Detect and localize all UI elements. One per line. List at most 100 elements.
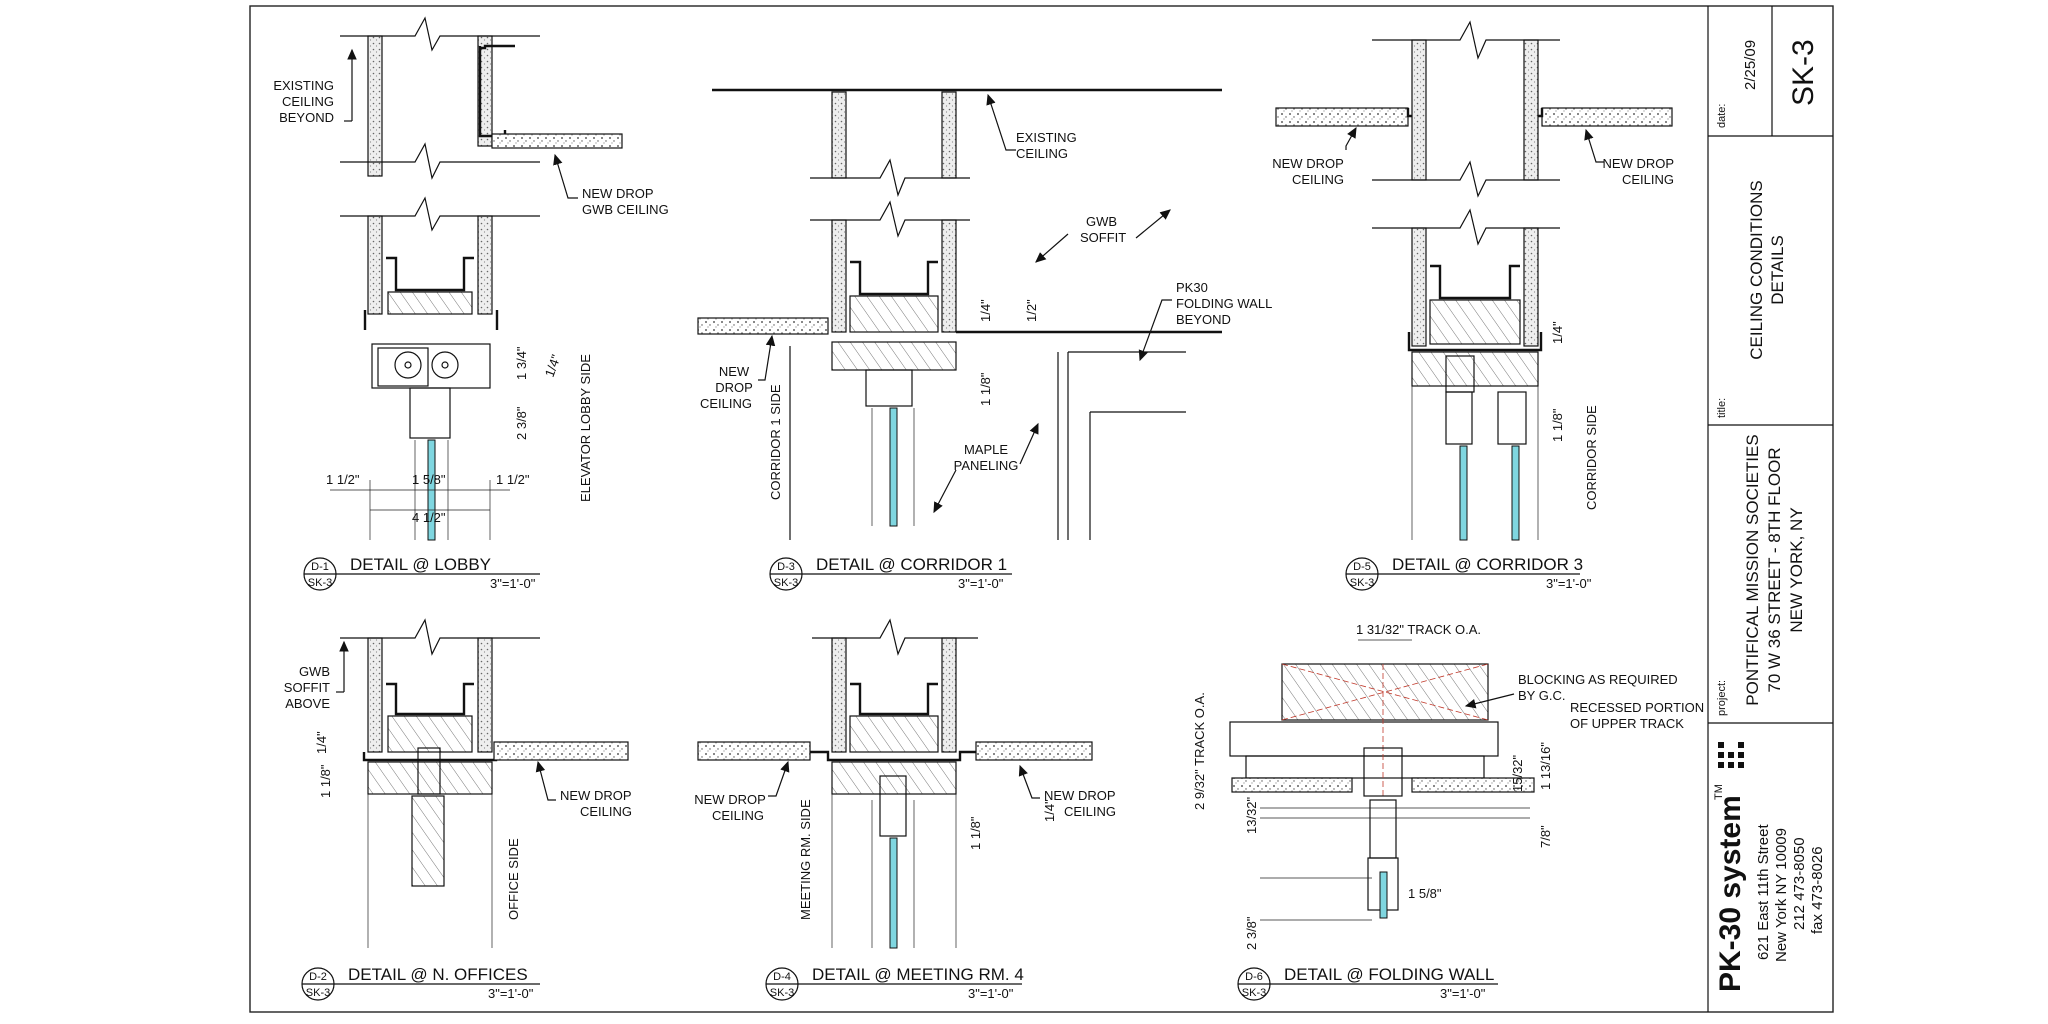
detail-d3-corridor-1: EXISTING CEILING GWB SOFFIT PK30 FOLDING… <box>697 88 1272 540</box>
detail-tag-sheet: SK-3 <box>770 987 794 999</box>
note-d5-new-drop-l-1: NEW DROP <box>1272 156 1344 171</box>
detail-tag-id: D-1 <box>311 561 329 573</box>
dim-d1-c: 2 3/8" <box>514 406 529 440</box>
detail-d5-corridor-3: NEW DROP CEILING NEW DROP CEILING CORRID… <box>1272 20 1675 541</box>
note-d4-new-drop-r-2: CEILING <box>1064 804 1116 819</box>
company-name: PK-30 system <box>1714 795 1747 992</box>
title-label: title: <box>1716 398 1728 418</box>
dim-d1-f: 1 1/2" <box>496 472 530 487</box>
sheet-title-line-2: DETAILS <box>1768 235 1787 305</box>
detail-tag-d3: D-3 SK-3 DETAIL @ CORRIDOR 1 3"=1'-0" <box>769 555 1012 591</box>
note-d1-new-drop-2: GWB CEILING <box>582 202 669 217</box>
note-d3-new-drop-2: DROP <box>715 380 753 395</box>
dim-d1-a: 1 3/4" <box>514 346 529 380</box>
dim-d5-a: 1/4" <box>1550 321 1565 344</box>
dim-d1-e: 1 5/8" <box>412 472 446 487</box>
sheet-title-line-1: CEILING CONDITIONS <box>1747 180 1766 359</box>
note-d2-gwb-3: ABOVE <box>285 696 330 711</box>
note-d6-blocking-2: BY G.C. <box>1518 688 1565 703</box>
dim-d6-b: 1 13/16" <box>1538 742 1553 790</box>
detail-title: DETAIL @ LOBBY <box>350 555 491 574</box>
note-d1-elevator: ELEVATOR LOBBY SIDE <box>578 354 593 502</box>
note-d2-new-drop-1: NEW DROP <box>560 788 632 803</box>
address-line-2: New York NY 10009 <box>1773 828 1790 962</box>
note-d4-new-drop-r-1: NEW DROP <box>1044 788 1116 803</box>
detail-title: DETAIL @ FOLDING WALL <box>1284 965 1494 984</box>
detail-tag-sheet: SK-3 <box>774 577 798 589</box>
note-d6-recessed-2: OF UPPER TRACK <box>1570 716 1684 731</box>
dim-d6-f: 2 3/8" <box>1244 916 1259 950</box>
detail-tag-sheet: SK-3 <box>308 577 332 589</box>
detail-d4-meeting-rm-4: NEW DROP CEILING NEW DROP CEILING MEETIN… <box>694 618 1116 949</box>
note-d1-existing-2: CEILING <box>282 94 334 109</box>
dim-d1-b: 1/4" <box>542 352 564 379</box>
detail-title: DETAIL @ N. OFFICES <box>348 965 528 984</box>
note-d3-gwb-1: GWB <box>1086 214 1117 229</box>
detail-scale: 3"=1'-0" <box>490 576 536 591</box>
note-d4-new-drop-l-2: CEILING <box>712 808 764 823</box>
company-logo-icon <box>1718 742 1744 768</box>
detail-d1-lobby: EXISTING CEILING BEYOND NEW DROP GWB CEI… <box>273 16 669 541</box>
note-d6-recessed-1: RECESSED PORTION <box>1570 700 1704 715</box>
note-d5-new-drop-l-2: CEILING <box>1292 172 1344 187</box>
detail-d6-folding-wall: 1 31/32" TRACK O.A. 2 9/32" TRACK O.A. B… <box>1192 622 1704 950</box>
sheet-number: SK-3 <box>1787 39 1820 106</box>
detail-tag-d1: D-1 SK-3 DETAIL @ LOBBY 3"=1'-0" <box>303 555 540 591</box>
detail-scale: 3"=1'-0" <box>958 576 1004 591</box>
detail-scale: 3"=1'-0" <box>488 986 534 1001</box>
dim-d5-b: 1 1/8" <box>1550 408 1565 442</box>
dim-d4-b: 1/4" <box>1042 799 1057 822</box>
note-d3-corridor: CORRIDOR 1 SIDE <box>768 384 783 500</box>
dim-d1-d: 1 1/2" <box>326 472 360 487</box>
project-line-3: NEW YORK, NY <box>1787 507 1806 632</box>
detail-tag-d2: D-2 SK-3 DETAIL @ N. OFFICES 3"=1'-0" <box>301 965 540 1001</box>
date-value: 2/25/09 <box>1742 40 1759 90</box>
note-d3-pk30-2: FOLDING WALL <box>1176 296 1272 311</box>
note-d1-existing-1: EXISTING <box>273 78 334 93</box>
detail-scale: 3"=1'-0" <box>1546 576 1592 591</box>
date-label: date: <box>1716 104 1728 128</box>
note-d3-pk30-3: BEYOND <box>1176 312 1231 327</box>
note-d2-gwb-2: SOFFIT <box>284 680 330 695</box>
note-d5-new-drop-r-1: NEW DROP <box>1603 156 1675 171</box>
address-line-4: fax 473-8026 <box>1809 846 1826 934</box>
detail-scale: 3"=1'-0" <box>1440 986 1486 1001</box>
detail-title: DETAIL @ MEETING RM. 4 <box>812 965 1024 984</box>
address-line-1: 621 East 11th Street <box>1755 824 1772 960</box>
detail-scale: 3"=1'-0" <box>968 986 1014 1001</box>
note-d4-new-drop-l-1: NEW DROP <box>694 792 766 807</box>
note-d3-maple-1: MAPLE <box>964 442 1008 457</box>
note-d2-gwb-1: GWB <box>299 664 330 679</box>
dim-d6-e: 1 5/8" <box>1408 886 1442 901</box>
detail-tag-id: D-6 <box>1245 971 1263 983</box>
note-d3-existing-2: CEILING <box>1016 146 1068 161</box>
note-d2-office: OFFICE SIDE <box>506 838 521 920</box>
dim-d3-a: 1/4" <box>978 299 993 322</box>
note-d1-existing-3: BEYOND <box>279 110 334 125</box>
detail-title: DETAIL @ CORRIDOR 3 <box>1392 555 1583 574</box>
note-d5-new-drop-r-2: CEILING <box>1622 172 1674 187</box>
note-d3-gwb-2: SOFFIT <box>1080 230 1126 245</box>
note-d2-new-drop-2: CEILING <box>580 804 632 819</box>
project-label: project: <box>1716 680 1728 716</box>
detail-tag-id: D-2 <box>309 971 327 983</box>
note-d1-new-drop-1: NEW DROP <box>582 186 654 201</box>
detail-d2-n-offices: GWB SOFFIT ABOVE NEW DROP CEILING OFFICE… <box>284 618 632 948</box>
dim-d3-b: 1/2" <box>1024 299 1039 322</box>
trademark-mark: TM <box>1713 784 1725 800</box>
note-d5-corridor: CORRIDOR SIDE <box>1584 405 1599 510</box>
detail-tag-sheet: SK-3 <box>306 987 330 999</box>
detail-tag-d6: D-6 SK-3 DETAIL @ FOLDING WALL 3"=1'-0" <box>1237 965 1498 1001</box>
dim-d2-b: 1 1/8" <box>318 764 333 798</box>
dim-d4-a: 1 1/8" <box>968 816 983 850</box>
note-d6-track-v: 2 9/32" TRACK O.A. <box>1192 692 1207 810</box>
note-d3-new-drop-1: NEW <box>719 364 750 379</box>
note-d4-meeting: MEETING RM. SIDE <box>798 799 813 920</box>
dim-d3-c: 1 1/8" <box>978 372 993 406</box>
detail-tag-id: D-4 <box>773 971 791 983</box>
note-d6-blocking-1: BLOCKING AS REQUIRED <box>1518 672 1678 687</box>
note-d3-new-drop-3: CEILING <box>700 396 752 411</box>
sheet-border <box>249 5 1834 1013</box>
detail-tag-id: D-5 <box>1353 561 1371 573</box>
